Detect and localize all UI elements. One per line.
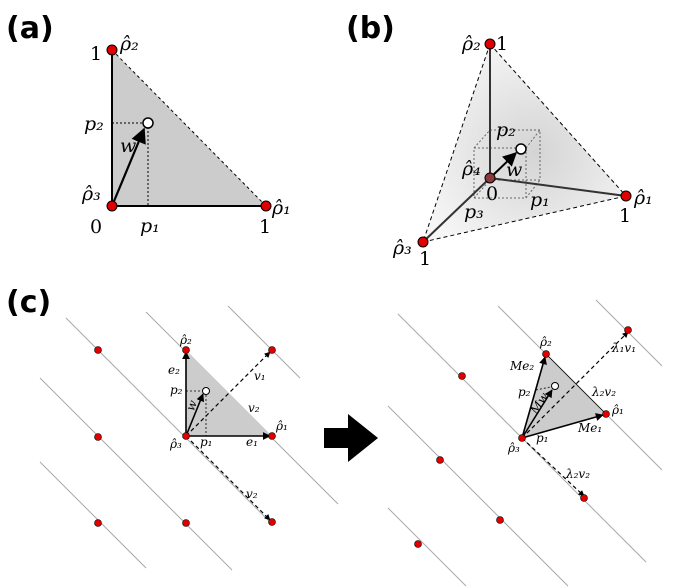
Me2-right	[521, 356, 547, 439]
label-p1: p₁	[530, 189, 550, 211]
c-right-Me2: Me₂	[509, 359, 534, 373]
c-left-p2: p₂	[170, 383, 183, 397]
v2-left	[185, 435, 271, 521]
point-rho4	[484, 172, 496, 184]
c-left-p1: p₁	[200, 435, 213, 449]
point-w-right	[551, 382, 559, 390]
panel-a: (a) ρ̂₂ 1 p₂ w ρ̂₃ 0 p₁ ρ̂₁ 1	[6, 11, 291, 238]
lattice-right-points	[414, 326, 632, 548]
transform-arrow	[324, 414, 378, 462]
axis-to-rho1	[489, 177, 627, 197]
panel-b: (b) ρ̂₂ 1 p₂ ρ̂₄ w 0 p₁ p₃ ρ̂₁ 1 ρ	[346, 11, 653, 270]
panel-b-label: (b)	[346, 11, 395, 46]
label-zero: 0	[90, 216, 102, 238]
label-one-top: 1	[90, 43, 102, 65]
point-rho2	[106, 44, 118, 56]
lattice-right: ρ̂₂ Me₂ p₂ Mw λ₁v₁ λ₂v₂ ρ̂₁ Me₁ p₁ ρ̂₃ λ…	[387, 299, 663, 587]
label-one-left: 1	[419, 248, 431, 270]
label-rho2: ρ̂₂	[461, 33, 481, 55]
label-w: w	[506, 159, 522, 181]
label-rho1: ρ̂₁	[633, 187, 653, 209]
label-one-top: 1	[496, 33, 508, 55]
c-right-p2: p₂	[518, 385, 531, 399]
label-p3: p₃	[464, 201, 484, 223]
c-left-v2-inner: v₂	[248, 401, 260, 415]
c-right-rho3: ρ̂₃	[507, 441, 520, 455]
panel-a-label: (a)	[6, 11, 54, 46]
point-rho3	[417, 236, 429, 248]
point-rho3	[106, 200, 118, 212]
v1-left	[185, 351, 271, 437]
vector-w	[489, 152, 518, 179]
point-rho1	[620, 190, 632, 202]
c-left-e2: e₂	[168, 363, 180, 377]
hypotenuse-dashed	[111, 49, 267, 207]
c-left-rho3: ρ̂₃	[169, 437, 182, 451]
c-left-rho1: ρ̂₁	[275, 419, 288, 433]
label-rho3: ρ̂₃	[81, 183, 101, 205]
l1v1-right	[521, 331, 629, 439]
label-zero: 0	[486, 183, 498, 205]
edge-dashed-top-right	[489, 43, 627, 197]
c-right-p1: p₁	[536, 431, 549, 445]
label-rho2: ρ̂₂	[119, 33, 139, 55]
c-right-Me1: Me₁	[577, 421, 602, 435]
point-w	[142, 117, 154, 129]
label-p2: p₂	[496, 119, 516, 141]
c-left-v2-lower: v₂	[246, 487, 258, 501]
panel-c-label: (c)	[6, 285, 51, 320]
point-rho1	[260, 200, 272, 212]
c-right-l2v2-lower: λ₂v₂	[565, 467, 590, 481]
c-right-l1v1: λ₁v₁	[611, 341, 636, 355]
label-rho3: ρ̂₃	[392, 237, 412, 259]
axis-to-rho3	[422, 177, 491, 243]
c-right-rho2: ρ̂₂	[539, 335, 552, 349]
panel-c: (c)	[6, 285, 663, 587]
label-one-right: 1	[619, 205, 631, 227]
c-right-l2v2-inner: λ₂v₂	[591, 385, 616, 399]
vector-w	[110, 127, 146, 207]
label-rho4: ρ̂₄	[461, 158, 481, 180]
c-left-rho2: ρ̂₂	[179, 333, 192, 347]
point-w	[515, 143, 527, 155]
Me1-right	[521, 413, 604, 439]
cell-triangle-left	[186, 350, 272, 436]
w-left	[185, 393, 205, 437]
dotted-box	[473, 129, 541, 199]
c-left-e1: e₁	[246, 435, 258, 449]
Mw-right	[521, 389, 553, 439]
c-right-rho1: ρ̂₁	[611, 403, 624, 417]
lattice-left: ρ̂₂ e₂ p₂ w v₁ v₂ ρ̂₁ ρ̂₃ p₁ e₁ v₂	[39, 305, 339, 571]
point-w-left	[202, 387, 210, 395]
c-left-v1: v₁	[254, 369, 266, 383]
label-p2: p₂	[84, 113, 104, 135]
label-one-right: 1	[259, 216, 271, 238]
point-rho2	[484, 38, 496, 50]
label-w: w	[120, 135, 136, 157]
lattice-left-points	[94, 346, 276, 527]
label-rho1: ρ̂₁	[271, 197, 291, 219]
l2v2-right	[521, 437, 585, 497]
label-p1: p₁	[140, 215, 160, 237]
